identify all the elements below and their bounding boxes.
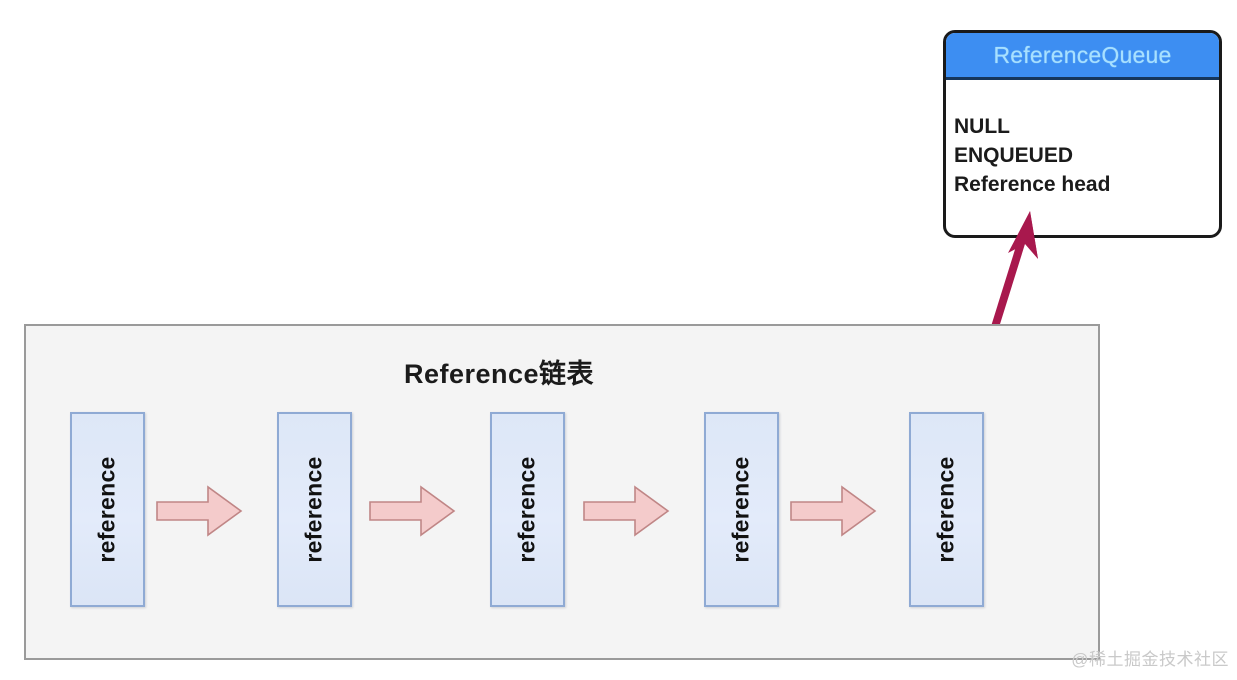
reference-box-label: reference bbox=[933, 456, 959, 563]
reference-queue-title: ReferenceQueue bbox=[993, 41, 1172, 68]
right-arrow-icon bbox=[790, 485, 877, 537]
queue-field-enqueued: ENQUEUED bbox=[954, 144, 1074, 167]
chain-title: Reference链表 bbox=[26, 352, 1098, 391]
reference-queue-box: ReferenceQueue NULL ENQUEUED Reference h… bbox=[943, 30, 1222, 238]
right-arrow-icon bbox=[583, 485, 670, 537]
reference-box: reference bbox=[277, 412, 352, 607]
reference-box-label: reference bbox=[94, 456, 120, 563]
reference-box: reference bbox=[909, 412, 984, 607]
right-arrow-icon bbox=[369, 485, 456, 537]
reference-box-label: reference bbox=[514, 456, 540, 563]
reference-box: reference bbox=[490, 412, 565, 607]
reference-box-label: reference bbox=[728, 456, 754, 563]
reference-box: reference bbox=[70, 412, 145, 607]
reference-chain-row: reference reference reference bbox=[70, 412, 1030, 608]
reference-box-label: reference bbox=[301, 456, 327, 563]
queue-field-reference-head: Reference head bbox=[954, 173, 1111, 196]
right-arrow-icon bbox=[156, 485, 243, 537]
reference-chain-container: Reference链表 reference reference referenc… bbox=[24, 324, 1100, 660]
reference-queue-body: NULL ENQUEUED Reference head bbox=[946, 80, 1219, 199]
queue-field-null: NULL bbox=[954, 115, 1010, 138]
watermark: @稀土掘金技术社区 bbox=[1071, 650, 1229, 669]
chain-title-label: Reference链表 bbox=[403, 359, 595, 389]
reference-queue-header: ReferenceQueue bbox=[946, 33, 1219, 80]
reference-box: reference bbox=[704, 412, 779, 607]
